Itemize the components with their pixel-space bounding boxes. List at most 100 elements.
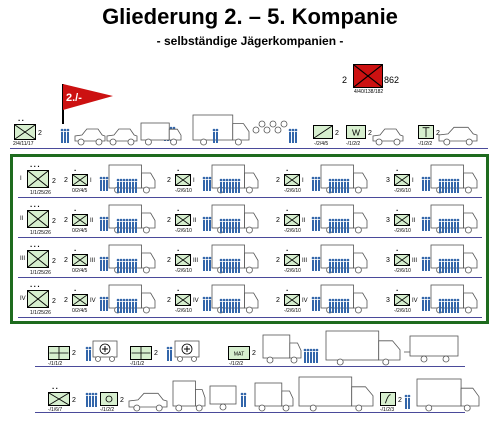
support-soldiers-6 bbox=[404, 394, 411, 409]
top-car-1 bbox=[74, 128, 106, 146]
group-count: 2 bbox=[64, 297, 68, 304]
group-soldiers bbox=[311, 216, 321, 231]
group-rank-dot: · bbox=[177, 166, 181, 175]
support-soldiers-4 bbox=[85, 392, 98, 407]
group-symbol bbox=[72, 254, 88, 266]
group-count: 2 bbox=[167, 297, 171, 304]
material-unit-count: 2 bbox=[252, 350, 256, 357]
group-soldiers-front bbox=[438, 178, 460, 193]
signal-unit-label: -/2/4/5 bbox=[314, 141, 329, 147]
platoons-frame bbox=[10, 154, 489, 324]
group-soldiers bbox=[99, 176, 109, 191]
group-symbol bbox=[394, 254, 410, 266]
support-soldiers-5 bbox=[240, 392, 247, 407]
group-soldiers-front bbox=[219, 298, 241, 313]
group-count: 2 bbox=[276, 177, 280, 184]
group-symbol bbox=[284, 254, 300, 266]
group-roman: III bbox=[302, 258, 308, 264]
group-rank-dot: · bbox=[74, 206, 78, 215]
platoon-roman: IV bbox=[20, 296, 26, 302]
group-symbol bbox=[175, 214, 191, 226]
group-symbol bbox=[72, 214, 88, 226]
group-label: 0/2/4/5 bbox=[72, 228, 88, 234]
top-soldiers-3 bbox=[212, 128, 219, 143]
group-count: 2 bbox=[276, 297, 280, 304]
group-label: 0/2/4/5 bbox=[72, 268, 88, 274]
platoon-lead-label: 1/1/25/26 bbox=[30, 270, 51, 276]
group-roman: IV bbox=[302, 298, 308, 304]
group-soldiers-front bbox=[438, 258, 460, 273]
platoon-roman: I bbox=[20, 176, 22, 182]
platoon-rank-dots: ··· bbox=[30, 282, 41, 291]
group-roman: II bbox=[302, 218, 306, 224]
group-soldiers bbox=[99, 256, 109, 271]
group-symbol bbox=[72, 294, 88, 306]
group-roman: III bbox=[193, 258, 199, 264]
platoon-row-line bbox=[18, 277, 482, 279]
support-soldiers-1 bbox=[85, 346, 92, 361]
group-soldiers-front bbox=[219, 178, 241, 193]
platoon-lead-count: 2 bbox=[52, 258, 56, 265]
supply-unit-symbol bbox=[418, 125, 434, 139]
company-cmd-symbol bbox=[14, 124, 36, 140]
material-unit-text: MAT bbox=[234, 352, 245, 358]
supply-unit-count: 2 bbox=[436, 130, 440, 137]
top-soldiers-1 bbox=[60, 128, 70, 143]
group-symbol bbox=[175, 174, 191, 186]
platoon-lead-symbol bbox=[27, 170, 49, 188]
page-subtitle: - selbständige Jägerkompanien - bbox=[156, 34, 344, 48]
support-kitchen-count: 2 bbox=[120, 397, 124, 404]
group-roman: II bbox=[412, 218, 416, 224]
group-roman: II bbox=[90, 218, 94, 224]
support-van-1 bbox=[262, 334, 302, 364]
group-label: -/2/6/10 bbox=[284, 308, 301, 314]
group-label: 0/2/4/5 bbox=[72, 308, 88, 314]
platoon-lead-label: 1/1/25/26 bbox=[30, 310, 51, 316]
support-medic-count: 2 bbox=[72, 350, 76, 357]
group-count: 3 bbox=[386, 257, 390, 264]
support-van-2 bbox=[172, 380, 206, 412]
platoon-lead-label: 1/1/25/26 bbox=[30, 190, 51, 196]
support-medic-2-count: 2 bbox=[154, 350, 158, 357]
group-label: -/2/6/10 bbox=[394, 188, 411, 194]
group-rank-dot: · bbox=[177, 246, 181, 255]
group-label: -/2/6/10 bbox=[175, 308, 192, 314]
group-roman: III bbox=[412, 258, 418, 264]
group-roman: I bbox=[90, 178, 92, 184]
group-label: -/2/6/10 bbox=[284, 268, 301, 274]
group-soldiers bbox=[202, 176, 212, 191]
support-trailer bbox=[404, 335, 459, 363]
group-count: 3 bbox=[386, 217, 390, 224]
group-rank-dot: · bbox=[286, 286, 290, 295]
group-roman: III bbox=[90, 258, 96, 264]
material-unit-label: -/1/2/2 bbox=[229, 361, 244, 367]
page-title: Gliederung 2. – 5. Kompanie bbox=[102, 4, 398, 29]
top-car-2 bbox=[106, 128, 138, 146]
group-count: 2 bbox=[167, 177, 171, 184]
support-supply-symbol bbox=[380, 392, 396, 406]
platoon-lead-symbol bbox=[27, 290, 49, 308]
company-cmd-count: 2 bbox=[38, 130, 42, 137]
group-roman: IV bbox=[90, 298, 96, 304]
hq-label: 4/40/138/182 bbox=[354, 89, 384, 95]
group-rank-dot: · bbox=[74, 246, 78, 255]
group-rank-dot: · bbox=[74, 286, 78, 295]
group-label: -/2/6/10 bbox=[394, 308, 411, 314]
support-soldiers-2 bbox=[166, 346, 173, 361]
group-soldiers-front bbox=[219, 218, 241, 233]
group-symbol bbox=[284, 294, 300, 306]
support-kitchen-symbol bbox=[100, 392, 118, 406]
group-soldiers-front bbox=[328, 178, 350, 193]
hq-strength: 862 bbox=[384, 75, 400, 85]
group-soldiers-front bbox=[219, 258, 241, 273]
maintenance-unit-label: -/1/2/2 bbox=[346, 141, 361, 147]
group-soldiers-front bbox=[116, 258, 138, 273]
support-truck-3 bbox=[416, 378, 480, 412]
group-rank-dot: · bbox=[396, 166, 400, 175]
platoon-lead-count: 2 bbox=[52, 178, 56, 185]
signal-unit-count: 2 bbox=[335, 130, 339, 137]
group-soldiers bbox=[421, 176, 431, 191]
group-soldiers-front bbox=[116, 298, 138, 313]
group-soldiers-front bbox=[116, 218, 138, 233]
top-car-3 bbox=[372, 128, 404, 146]
